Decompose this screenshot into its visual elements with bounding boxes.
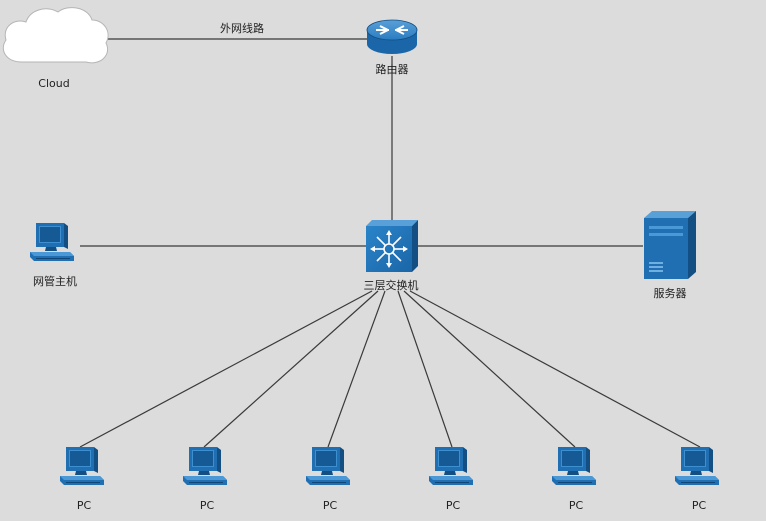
link-switch-pc-4 xyxy=(397,290,453,448)
router-icon xyxy=(366,19,418,54)
router-label: 路由器 xyxy=(376,62,409,76)
server-node[interactable]: 服务器 xyxy=(644,211,696,300)
pc-node[interactable]: PC xyxy=(305,446,351,512)
pc-icon xyxy=(428,446,474,486)
wan-link-label: 外网线路 xyxy=(220,21,264,35)
mgmt-host-label: 网管主机 xyxy=(33,274,77,288)
pc-label: PC xyxy=(569,499,584,512)
server-icon xyxy=(644,211,696,279)
pc-node[interactable]: PC xyxy=(428,446,474,512)
cloud-label: Cloud xyxy=(38,77,69,90)
pc-label: PC xyxy=(200,499,215,512)
pc-icon xyxy=(182,446,228,486)
mgmt-host-node[interactable]: 网管主机 xyxy=(29,222,77,288)
switch-label: 三层交换机 xyxy=(364,278,419,292)
cloud-icon xyxy=(2,7,109,64)
pc-node[interactable]: PC xyxy=(551,446,597,512)
link-switch-pc-5 xyxy=(403,290,576,448)
pc-label: PC xyxy=(692,499,707,512)
pc-icon xyxy=(551,446,597,486)
server-label: 服务器 xyxy=(654,287,687,300)
layer3-switch-icon xyxy=(366,220,418,272)
link-switch-pc-3 xyxy=(327,290,386,448)
link-switch-pc-1 xyxy=(79,290,373,448)
pc-node[interactable]: PC xyxy=(182,446,228,512)
pc-label: PC xyxy=(77,499,92,512)
pc-node[interactable]: PC xyxy=(674,446,720,512)
link-switch-pc-6 xyxy=(409,290,701,448)
pc-label: PC xyxy=(323,499,338,512)
pc-icon xyxy=(29,222,75,262)
pc-icon xyxy=(305,446,351,486)
cloud-node[interactable]: Cloud xyxy=(2,7,109,90)
links: 外网线路 xyxy=(79,21,701,448)
pc-icon xyxy=(59,446,105,486)
pc-icon xyxy=(674,446,720,486)
pc-label: PC xyxy=(446,499,461,512)
link-switch-pc-2 xyxy=(203,290,379,448)
router-node[interactable]: 路由器 xyxy=(366,19,418,76)
switch-node[interactable]: 三层交换机 xyxy=(364,220,419,292)
pc-node[interactable]: PC xyxy=(59,446,105,512)
